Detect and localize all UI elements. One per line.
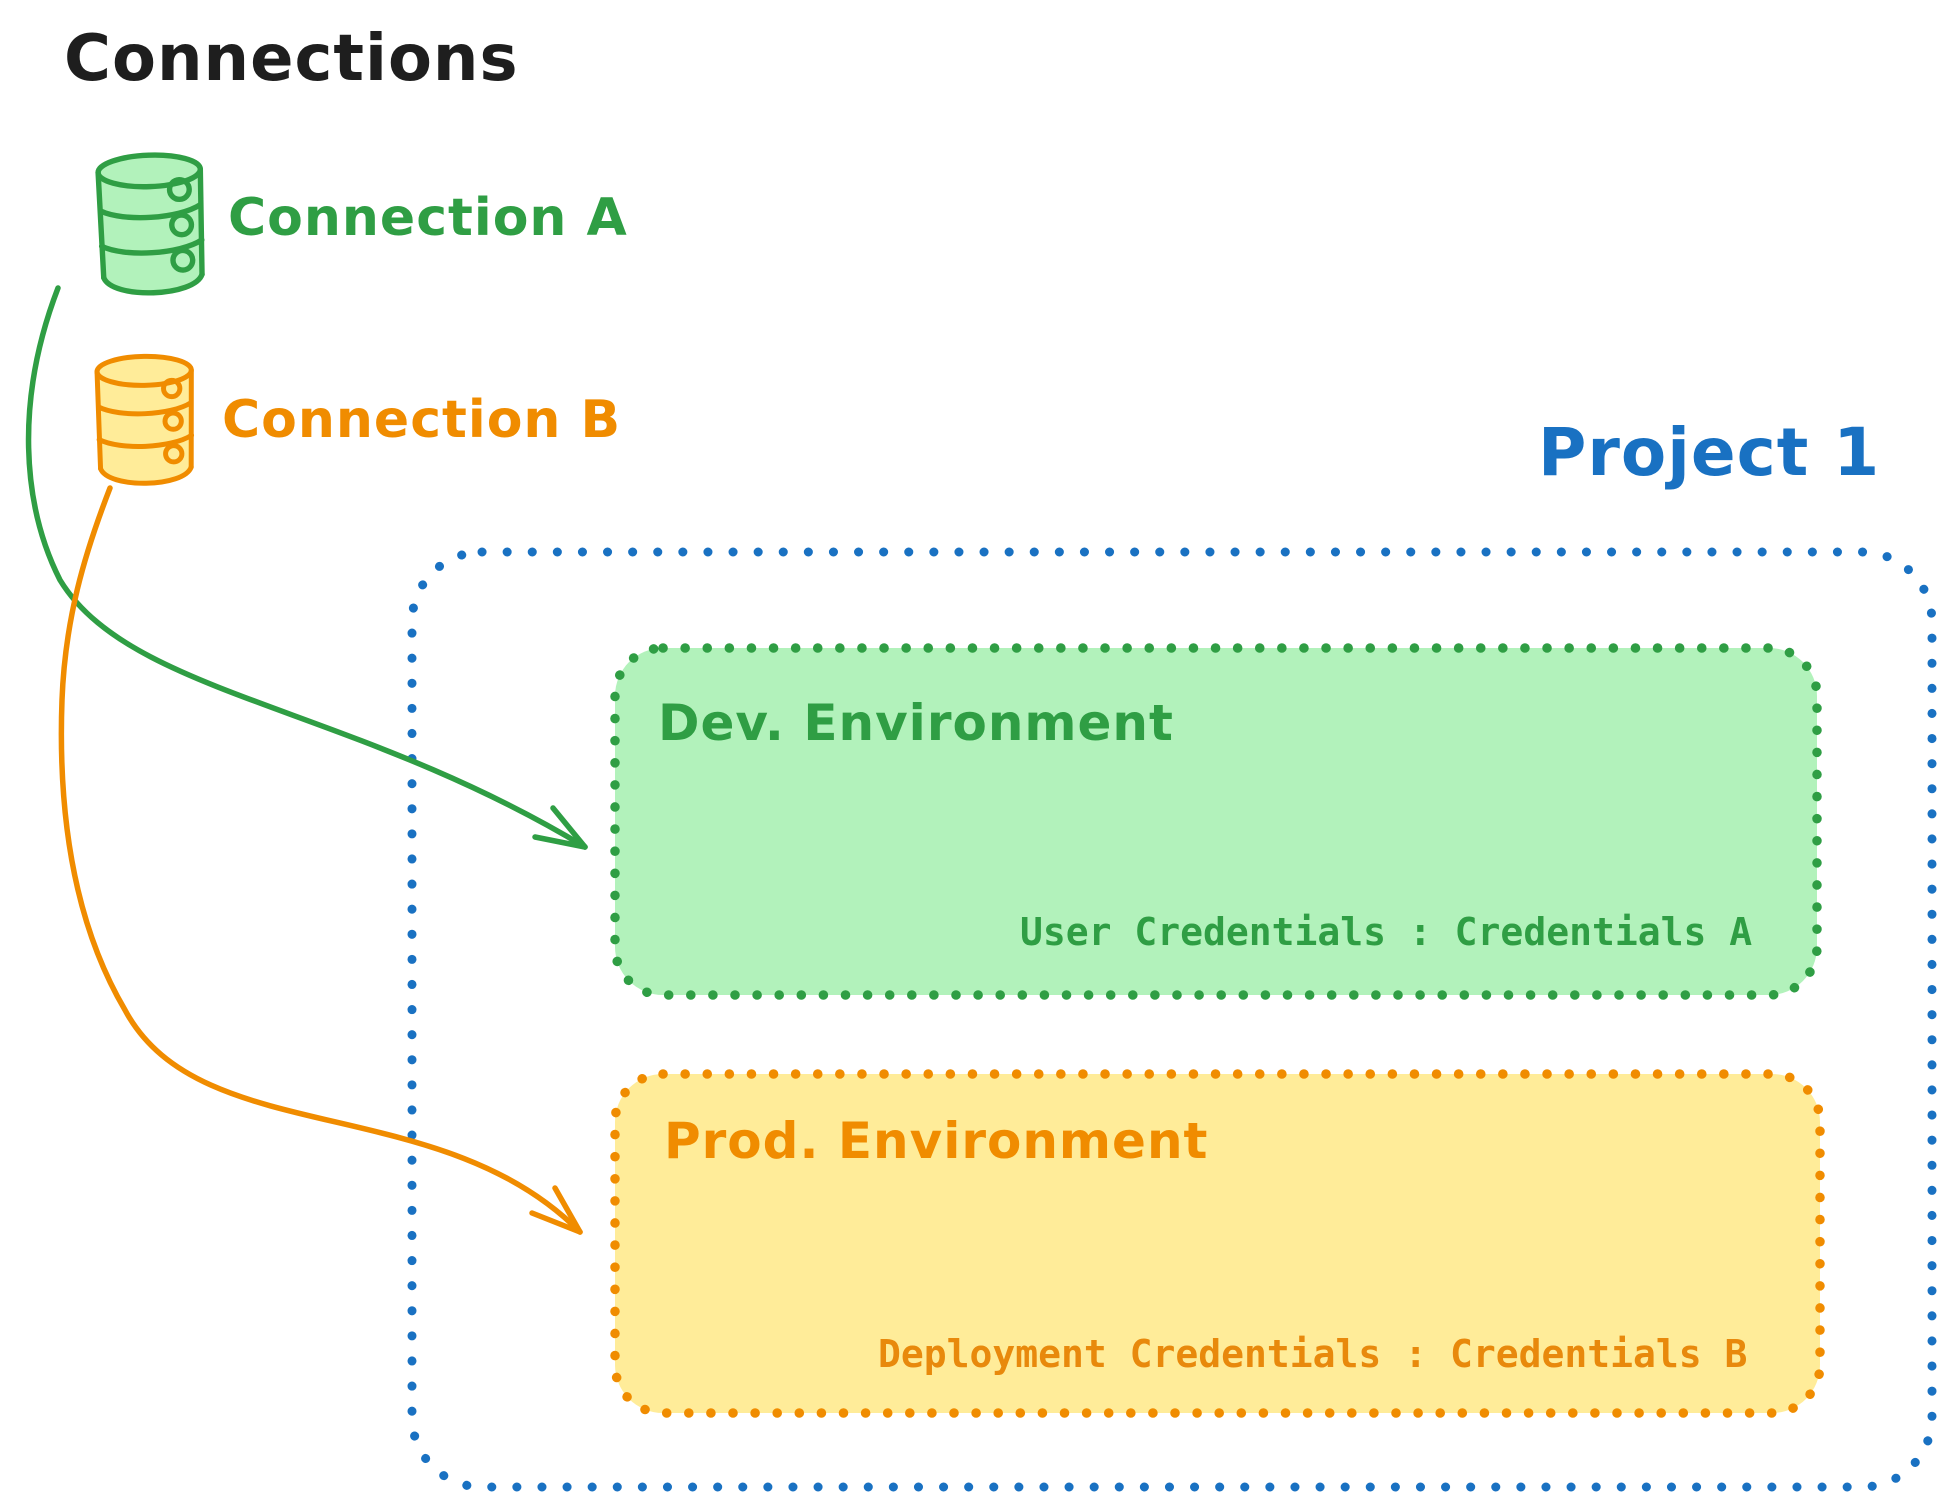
connection-b-label: Connection B: [222, 390, 622, 450]
database-icon-connection-a: [95, 152, 205, 296]
prod-environment-credentials: Deployment Credentials : Credentials B: [878, 1332, 1748, 1376]
dev-environment-title: Dev. Environment: [658, 694, 1174, 752]
project-title: Project 1: [1538, 414, 1881, 491]
connections-title: Connections: [64, 22, 519, 96]
connection-a-label: Connection A: [228, 188, 628, 248]
connection-b-arrow: [58, 485, 583, 1235]
database-icon-connection-b: [94, 353, 195, 486]
dev-environment-credentials: User Credentials : Credentials A: [1020, 910, 1753, 954]
prod-environment-title: Prod. Environment: [664, 1112, 1209, 1170]
